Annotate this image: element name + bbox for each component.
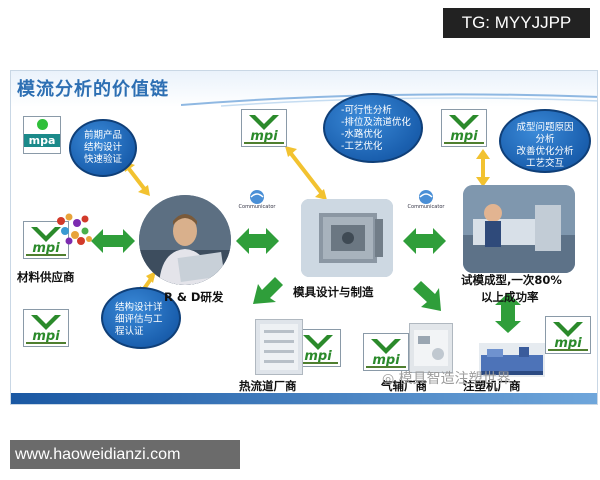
plastic-pellets-image bbox=[51, 209, 95, 249]
mpi-logo-mold: mpi bbox=[241, 109, 287, 147]
mpi-logo-gas-assist: mpi bbox=[363, 333, 409, 371]
wechat-icon: ◎ bbox=[382, 371, 395, 387]
label-hot-runner: 热流道厂商 bbox=[239, 379, 297, 393]
green-arrow-material-to-rd bbox=[91, 229, 135, 253]
bubble-trial-analysis: 成型问题原因 分析 改善优化分析 工艺交互 bbox=[499, 109, 591, 173]
green-arrow-trial-to-injection bbox=[495, 293, 521, 333]
mpa-logo-text: mpa bbox=[24, 134, 60, 147]
mpi-check-icon bbox=[303, 335, 333, 350]
mpi-logo-materials: mpi bbox=[23, 221, 69, 259]
bubble-early-validation: 前期产品 结构设计 快速验证 bbox=[69, 119, 137, 177]
trial-molding-photo bbox=[463, 185, 575, 273]
mpi-logo-text: mpi bbox=[250, 129, 278, 144]
mpi-logo-text: mpi bbox=[554, 336, 582, 351]
mpi-logo-trial: mpi bbox=[441, 109, 487, 147]
rd-engineer-photo bbox=[139, 195, 231, 285]
mpi-check-icon bbox=[249, 115, 279, 130]
mpa-logo: mpa bbox=[23, 116, 61, 154]
mpi-logo-text: mpi bbox=[372, 353, 400, 368]
green-arrow-mold-to-trial bbox=[403, 228, 446, 254]
mpi-logo-structure: mpi bbox=[23, 309, 69, 347]
mpi-check-icon bbox=[449, 115, 479, 130]
website-url-badge: www.haoweidianzi.com bbox=[10, 440, 240, 469]
injection-machine-photo bbox=[479, 343, 545, 377]
label-mold-design: 模具设计与制造 bbox=[293, 285, 374, 299]
top-badge: TG: MYYJJPP bbox=[443, 8, 590, 38]
mpi-logo-injection: mpi bbox=[545, 316, 591, 354]
yellow-arrow-mpi-to-mold bbox=[285, 146, 327, 200]
slide-footer-band bbox=[11, 393, 597, 404]
bubble-structure-review: 结构设计详 细评估与工 程认证 bbox=[101, 287, 181, 349]
communicator-label: Communicator bbox=[407, 204, 445, 210]
communicator-icon-left: Communicator bbox=[237, 189, 277, 213]
label-injection-machine: 注塑机厂商 bbox=[463, 379, 521, 393]
green-arrow-mold-to-gas bbox=[413, 281, 441, 311]
label-material-supplier: 材料供应商 bbox=[17, 270, 75, 284]
watermark-label: 模具智造注塑世界 bbox=[398, 371, 511, 387]
mpi-check-icon bbox=[31, 315, 61, 330]
gas-assist-photo bbox=[409, 323, 453, 373]
label-gas-assist: 气辅厂商 bbox=[381, 379, 427, 393]
watermark-text: ◎ 模具智造注塑世界 bbox=[382, 368, 511, 388]
bubble-mold-analysis: -可行性分析 -排位及流道优化 -水路优化 -工艺优化 bbox=[323, 93, 423, 163]
green-arrow-mold-to-hot-runner bbox=[253, 277, 283, 304]
label-rd: R & D研发 bbox=[164, 290, 224, 304]
value-chain-slide: 模流分析的价值链 bbox=[10, 70, 598, 405]
mold-photo bbox=[301, 199, 393, 277]
yellow-arrow-mpi-to-trial bbox=[476, 149, 490, 187]
green-arrow-rd-to-mold bbox=[236, 228, 279, 254]
hot-runner-photo bbox=[255, 319, 303, 375]
label-trial-line2: 以上成功率 bbox=[481, 290, 539, 304]
label-trial-line1: 试模成型,一次80% bbox=[461, 273, 562, 287]
mpi-check-icon bbox=[553, 322, 583, 337]
mpi-logo-text: mpi bbox=[32, 241, 60, 256]
mpi-logo-text: mpi bbox=[32, 329, 60, 344]
slide-title: 模流分析的价值链 bbox=[17, 79, 169, 100]
communicator-label: Communicator bbox=[238, 204, 276, 210]
mpi-logo-text: mpi bbox=[450, 129, 478, 144]
mpi-check-icon bbox=[31, 227, 61, 242]
power-icon bbox=[37, 119, 48, 130]
communicator-icon-right: Communicator bbox=[406, 189, 446, 213]
mpi-check-icon bbox=[371, 339, 401, 354]
mpi-logo-text: mpi bbox=[304, 349, 332, 364]
